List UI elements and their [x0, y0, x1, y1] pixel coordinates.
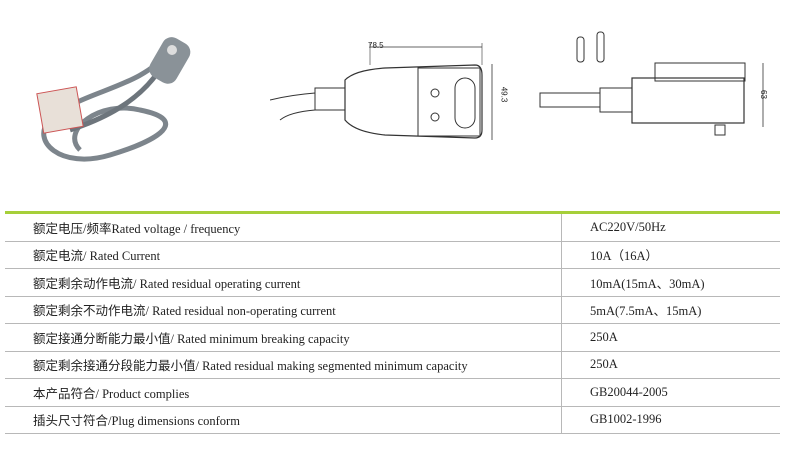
spec-label: 额定接通分断能力最小值/ Rated minimum breaking capa… [5, 323, 562, 352]
spec-value: GB1002-1996 [561, 406, 780, 434]
spec-label: 额定剩余接通分段能力最小值/ Rated residual making seg… [5, 351, 562, 379]
table-row: 额定剩余接通分段能力最小值/ Rated residual making seg… [5, 351, 780, 379]
spec-value: AC220V/50Hz [561, 212, 780, 242]
spec-label: 本产品符合/ Product complies [5, 378, 562, 407]
spec-value: 10mA(15mA、30mA) [561, 268, 780, 297]
table-row: 额定剩余动作电流/ Rated residual operating curre… [5, 268, 780, 297]
spec-label: 额定电流/ Rated Current [5, 241, 562, 269]
spec-value: 10A（16A） [561, 241, 780, 269]
spec-value: 250A [561, 323, 780, 352]
spec-label: 插头尺寸符合/Plug dimensions conform [5, 406, 562, 434]
spec-value: GB20044-2005 [561, 378, 780, 407]
front-dimension-drawing [270, 43, 493, 140]
spec-value: 5mA(7.5mA、15mA) [561, 296, 780, 324]
spec-value: 250A [561, 351, 780, 379]
product-photo [36, 37, 191, 162]
spec-label: 额定剩余不动作电流/ Rated residual non-operating … [5, 296, 562, 324]
side-height-dimension: 63 [758, 90, 768, 99]
side-dimension-drawing [539, 31, 764, 136]
table-row: 额定接通分断能力最小值/ Rated minimum breaking capa… [5, 323, 780, 352]
table-row: 额定剩余不动作电流/ Rated residual non-operating … [5, 296, 780, 324]
spec-label: 额定电压/频率Rated voltage / frequency [5, 212, 562, 242]
width-dimension: 78.5 [368, 41, 384, 50]
spec-label: 额定剩余动作电流/ Rated residual operating curre… [5, 268, 562, 297]
height-dimension: 49.3 [499, 86, 509, 103]
